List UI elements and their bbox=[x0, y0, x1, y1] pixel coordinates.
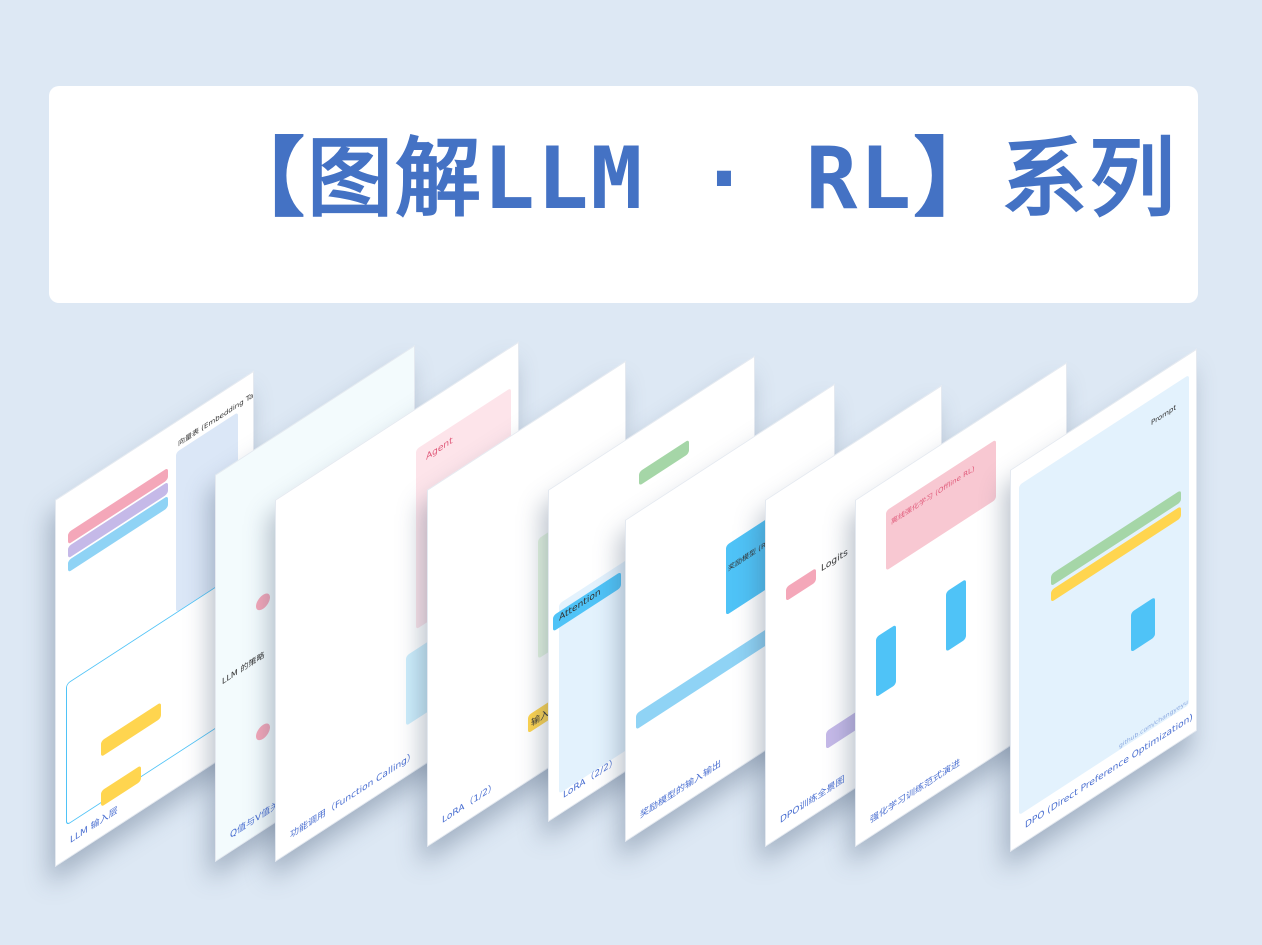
page-caption: DPO训练全景图 bbox=[780, 774, 845, 827]
page-label: Logits bbox=[821, 547, 848, 575]
page-caption: 功能调用（Function Calling） bbox=[290, 749, 416, 842]
page-label: LLM 的策略 bbox=[222, 649, 265, 687]
page-caption: LoRA（1/2） bbox=[442, 780, 497, 827]
title-banner: 【图解LLM · RL】系列 bbox=[49, 86, 1198, 303]
page-caption: 强化学习训练范式演进 bbox=[870, 757, 961, 827]
banner-title: 【图解LLM · RL】系列 bbox=[219, 129, 1178, 229]
page-caption: 奖励模型的输入输出 bbox=[640, 758, 722, 822]
